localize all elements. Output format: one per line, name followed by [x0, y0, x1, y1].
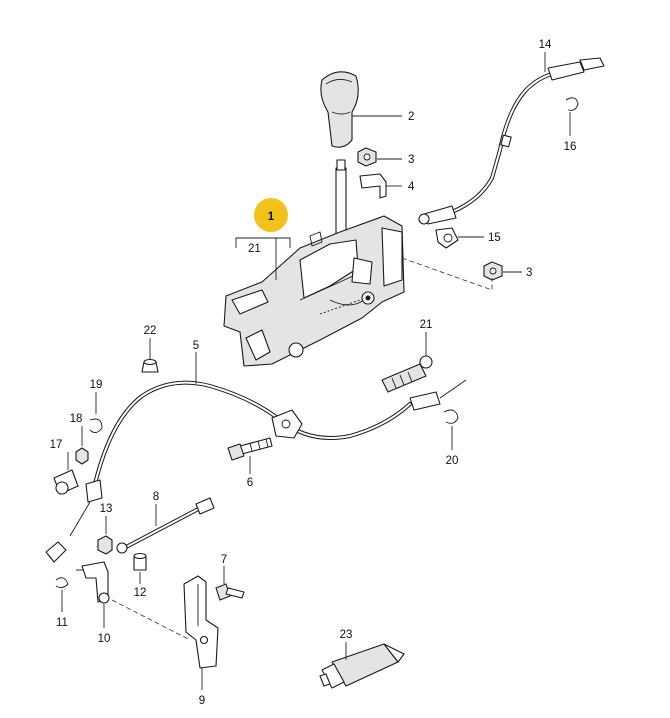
ball-socket[interactable] [53, 469, 79, 495]
callout-22-label[interactable]: 22 [144, 325, 157, 337]
selector-cable[interactable] [45, 379, 467, 563]
group-bracket: 21 [235, 237, 291, 280]
lever-bracket[interactable] [76, 561, 110, 604]
callout-11-label[interactable]: 11 [56, 617, 68, 629]
retaining-clip-right[interactable] [443, 409, 459, 424]
callout-1-label: 1 [268, 211, 275, 223]
callout-4-label[interactable]: 4 [408, 181, 415, 193]
assembly-dash-3b [401, 257, 493, 291]
bolt-small[interactable] [215, 583, 245, 601]
hex-nut-lower[interactable] [483, 261, 503, 281]
callout-3b-label[interactable]: 3 [526, 267, 532, 279]
retaining-clip[interactable] [89, 418, 103, 433]
callout-13-label[interactable]: 13 [100, 503, 113, 515]
callout-14-label[interactable]: 14 [539, 39, 552, 51]
shift-lock-cable[interactable] [418, 57, 605, 225]
nut-small[interactable] [97, 535, 113, 555]
callout-1-highlight[interactable]: 1 [254, 198, 288, 232]
callout-18-label[interactable]: 18 [70, 413, 83, 425]
callout-8-label[interactable]: 8 [153, 491, 159, 503]
callout-17-label[interactable]: 17 [50, 439, 63, 451]
cable-end-fitting[interactable] [381, 355, 433, 393]
callout-15-label[interactable]: 15 [488, 232, 501, 244]
callout-21-label[interactable]: 21 [420, 319, 433, 331]
callout-20-label[interactable]: 20 [446, 455, 459, 467]
callout-3a-label[interactable]: 3 [408, 154, 414, 166]
push-nut[interactable] [141, 358, 159, 373]
hex-bolt[interactable] [227, 437, 273, 461]
callout-7-label[interactable]: 7 [221, 554, 227, 566]
grease-tube[interactable] [319, 643, 405, 689]
hex-nut-upper[interactable] [357, 147, 377, 167]
spring-clip[interactable] [565, 97, 579, 111]
callout-10-label[interactable]: 10 [98, 633, 111, 645]
nut[interactable] [75, 447, 89, 465]
cable-clamp[interactable] [435, 227, 459, 249]
callout-9-label[interactable]: 9 [199, 695, 205, 707]
group-bracket-label: 21 [248, 243, 261, 255]
pin[interactable] [133, 552, 147, 571]
connecting-rod[interactable] [116, 497, 215, 554]
callout-12-label[interactable]: 12 [134, 587, 147, 599]
assembly-dash-9 [111, 599, 191, 641]
bracket-clip[interactable] [359, 173, 387, 199]
mounting-bracket[interactable] [183, 575, 219, 669]
shift-knob[interactable] [320, 71, 359, 148]
callout-19-label[interactable]: 19 [90, 379, 103, 391]
circlip[interactable] [55, 577, 69, 589]
callout-5-label[interactable]: 5 [193, 340, 199, 352]
callout-16-label[interactable]: 16 [564, 141, 577, 153]
callout-2-label[interactable]: 2 [408, 111, 414, 123]
gear-selector-housing[interactable] [223, 159, 405, 367]
callout-6-label[interactable]: 6 [247, 477, 253, 489]
callout-23-label[interactable]: 23 [340, 629, 353, 641]
